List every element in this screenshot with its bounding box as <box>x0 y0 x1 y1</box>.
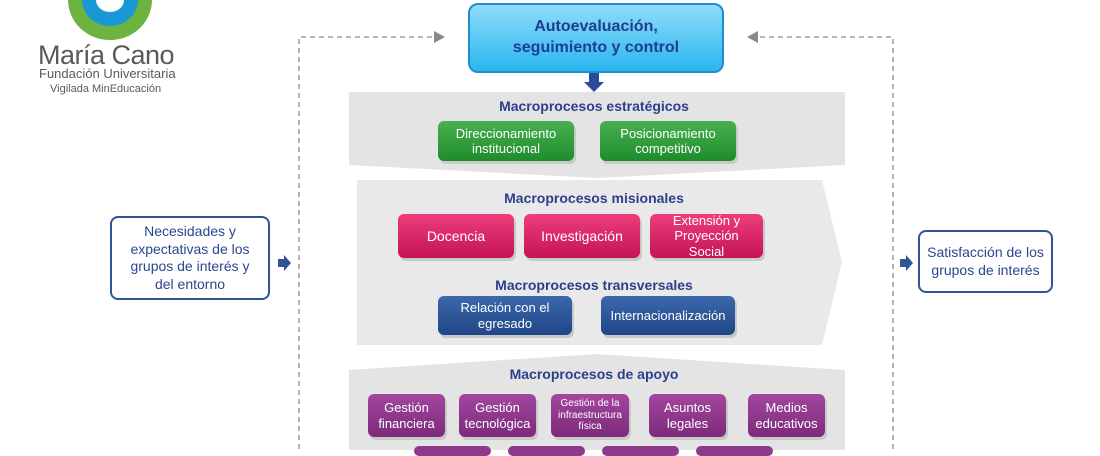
estrategicos-title: Macroprocesos estratégicos <box>499 98 689 114</box>
estrategicos-item-0: Direccionamiento institucional <box>438 121 574 161</box>
arrow-down-icon <box>584 82 604 92</box>
dashed-loop-left <box>298 36 432 450</box>
arrow-right-icon <box>434 31 445 43</box>
misionales-item-2: Extensión y Proyección Social <box>650 213 763 259</box>
transversales-item-1: Internacionalización <box>601 296 735 335</box>
estrategicos-item-1: Posicionamiento competitivo <box>600 121 736 161</box>
misionales-title: Macroprocesos misionales <box>504 190 684 206</box>
transversales-item-0: Relación con el egresado <box>438 296 572 335</box>
logo-icon <box>68 0 152 40</box>
apoyo-item-0: Gestión financiera <box>368 394 445 437</box>
transversales-title: Macroprocesos transversales <box>495 277 693 293</box>
dashed-loop-right <box>760 36 894 450</box>
right-box: Satisfacción de los grupos de interés <box>918 230 1053 293</box>
apoyo-row-2-box <box>508 446 585 456</box>
misionales-item-0: Docencia <box>398 214 514 258</box>
logo-subtitle: Fundación Universitaria <box>39 66 176 81</box>
left-arrow-icon <box>278 255 291 271</box>
apoyo-title: Macroprocesos de apoyo <box>509 366 679 382</box>
top-box: Autoevaluación, seguimiento y control <box>468 3 724 73</box>
apoyo-row-2-box <box>696 446 773 456</box>
apoyo-item-4: Medios educativos <box>748 394 825 437</box>
misionales-item-1: Investigación <box>524 214 640 258</box>
right-arrow-icon <box>900 255 913 271</box>
apoyo-item-1: Gestión tecnológica <box>459 394 536 437</box>
logo-tagline: Vigilada MinEducación <box>50 83 162 95</box>
apoyo-item-2: Gestión de la infraestructura física <box>551 394 629 437</box>
logo-name: María Cano <box>38 40 175 70</box>
arrow-left-icon <box>747 31 758 43</box>
apoyo-row-2-box <box>602 446 679 456</box>
apoyo-row-2-box <box>414 446 491 456</box>
left-box: Necesidades y expectativas de los grupos… <box>110 216 270 300</box>
apoyo-item-3: Asuntos legales <box>649 394 726 437</box>
